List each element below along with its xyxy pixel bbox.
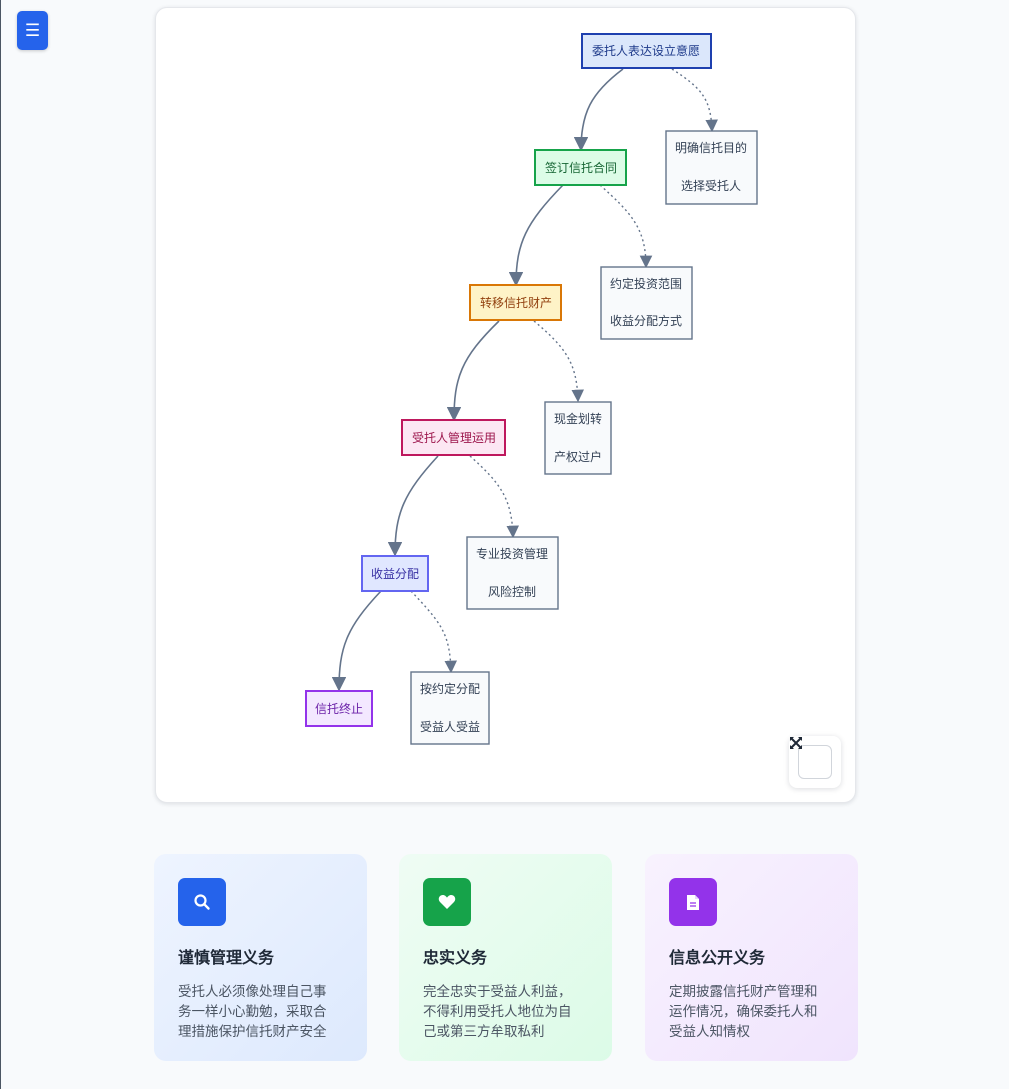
- card-line: 完全忠实于受益人利益，: [423, 984, 572, 1000]
- card-description: 完全忠实于受益人利益， 不得利用受托人地位为自 己或第三方牟取私利: [423, 982, 588, 1042]
- detail-line: 收益分配方式: [610, 313, 682, 328]
- node-transfer-property: 转移信托财产: [469, 284, 562, 321]
- edge-n5-d5: [410, 590, 458, 674]
- card-loyalty: 忠实义务 完全忠实于受益人利益， 不得利用受托人地位为自 己或第三方牟取私利: [399, 854, 612, 1061]
- heart-icon-badge: [423, 878, 471, 926]
- document-icon-badge: [669, 878, 717, 926]
- card-title: 谨慎管理义务: [178, 948, 275, 967]
- edge-n4-n5: [387, 455, 439, 557]
- detail-node-4: 专业投资管理 风险控制: [466, 536, 559, 610]
- edge-n4-d4: [469, 455, 520, 539]
- search-icon-badge: [178, 878, 226, 926]
- edge-n2-d2: [599, 184, 653, 269]
- menu-button[interactable]: ☰: [17, 11, 48, 50]
- node-trustee-management: 受托人管理运用: [401, 419, 506, 456]
- node-label: 受托人管理运用: [412, 430, 496, 445]
- card-line: 务一样小心勤勉，采取合: [178, 1004, 327, 1020]
- detail-node-3: 现金划转 产权过户: [544, 401, 612, 475]
- detail-line: 按约定分配: [420, 681, 480, 696]
- card-line: 不得利用受托人地位为自: [423, 1004, 572, 1020]
- edge-n5-n6: [331, 590, 382, 692]
- node-label: 信托终止: [315, 701, 363, 716]
- card-line: 受益人知情权: [669, 1024, 750, 1040]
- detail-line: 产权过户: [554, 449, 602, 464]
- card-line: 定期披露信托财产管理和: [669, 984, 818, 1000]
- diagram-card: 委托人表达设立意愿 签订信托合同 转移信托财产 受托人管理运用 收益分配 信托终…: [155, 7, 856, 803]
- node-label: 委托人表达设立意愿: [592, 43, 700, 58]
- card-line: 运作情况，确保委托人和: [669, 1004, 818, 1020]
- detail-line: 风险控制: [488, 584, 536, 599]
- expand-icon: [790, 737, 802, 749]
- heart-icon: [438, 895, 456, 909]
- hamburger-icon: ☰: [24, 20, 41, 41]
- edge-n3-n4: [446, 320, 500, 422]
- card-disclosure: 信息公开义务 定期披露信托财产管理和 运作情况，确保委托人和 受益人知情权: [645, 854, 858, 1061]
- detail-node-2: 约定投资范围 收益分配方式: [600, 266, 693, 340]
- node-sign-contract: 签订信托合同: [534, 149, 627, 186]
- document-icon: [687, 894, 699, 910]
- edge-n1-d1: [671, 68, 718, 133]
- node-label: 签订信托合同: [545, 160, 617, 175]
- node-express-intent: 委托人表达设立意愿: [581, 33, 712, 69]
- detail-line: 现金划转: [554, 411, 602, 426]
- edge-n2-n3: [508, 184, 564, 287]
- node-trust-termination: 信托终止: [305, 690, 373, 727]
- node-label: 转移信托财产: [480, 295, 552, 310]
- node-income-distribution: 收益分配: [361, 555, 429, 592]
- card-title: 忠实义务: [423, 948, 488, 967]
- detail-line: 约定投资范围: [610, 276, 682, 291]
- card-description: 受托人必须像处理自己事 务一样小心勤勉，采取合 理措施保护信托财产安全: [178, 982, 343, 1042]
- card-prudent-management: 谨慎管理义务 受托人必须像处理自己事 务一样小心勤勉，采取合 理措施保护信托财产…: [154, 854, 367, 1061]
- flowchart: 委托人表达设立意愿 签订信托合同 转移信托财产 受托人管理运用 收益分配 信托终…: [305, 33, 758, 745]
- card-line: 受托人必须像处理自己事: [178, 984, 327, 1000]
- edge-n1-n2: [573, 68, 624, 152]
- detail-line: 专业投资管理: [476, 546, 548, 561]
- detail-line: 受益人受益: [420, 720, 480, 734]
- node-label: 收益分配: [371, 567, 419, 581]
- detail-line: 选择受托人: [681, 179, 741, 193]
- card-line: 己或第三方牟取私利: [423, 1024, 545, 1040]
- detail-node-5: 按约定分配 受益人受益: [410, 671, 490, 745]
- card-title: 信息公开义务: [669, 948, 766, 967]
- card-description: 定期披露信托财产管理和 运作情况，确保委托人和 受益人知情权: [669, 982, 834, 1042]
- detail-node-1: 明确信托目的 选择受托人: [665, 130, 758, 205]
- fullscreen-button[interactable]: [789, 736, 841, 788]
- card-line: 理措施保护信托财产安全: [178, 1024, 327, 1040]
- search-icon: [194, 894, 210, 910]
- edge-n3-d3: [533, 320, 584, 403]
- detail-line: 明确信托目的: [675, 140, 747, 155]
